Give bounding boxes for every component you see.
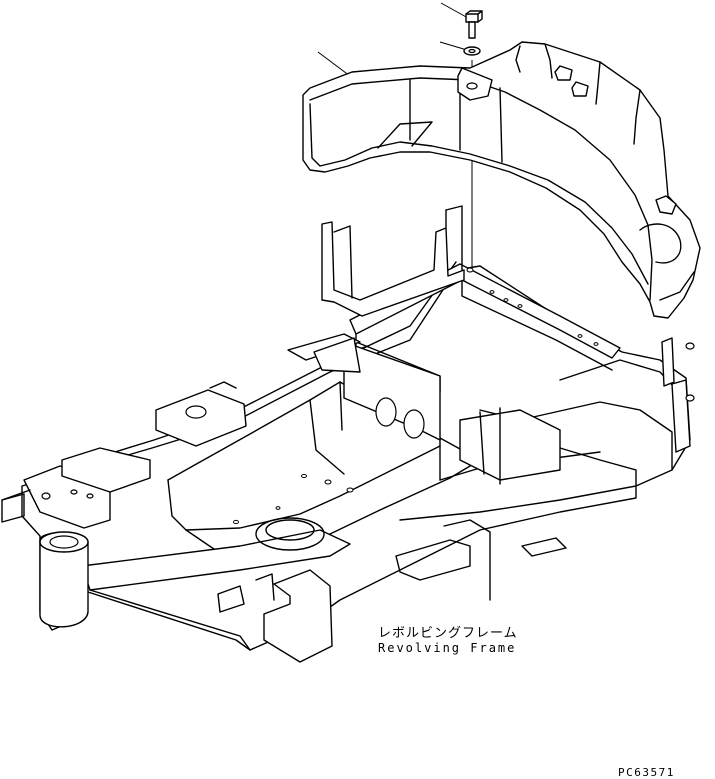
revolving-frame[interactable]	[1, 205, 695, 663]
counterweight-leader-line	[317, 51, 351, 77]
drawing-code: PC63571	[618, 766, 675, 779]
part-label-english: Revolving Frame	[378, 641, 517, 655]
counterweight[interactable]	[302, 41, 701, 319]
bolt-leader-line	[440, 2, 469, 19]
washer-icon[interactable]	[463, 46, 481, 56]
bolt-icon[interactable]	[465, 10, 483, 39]
part-label-japanese: レボルビングフレーム	[378, 626, 518, 641]
washer-leader-line	[439, 41, 468, 51]
